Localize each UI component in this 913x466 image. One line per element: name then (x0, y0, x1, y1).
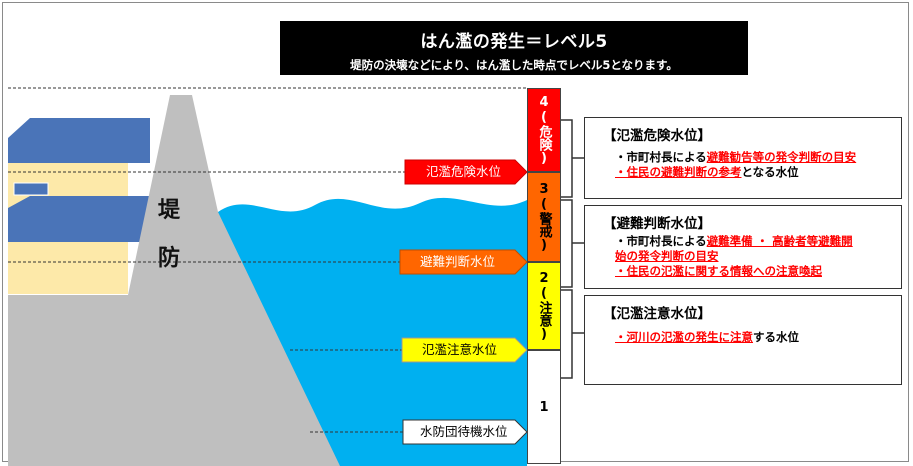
house (8, 118, 150, 294)
danger-level-marker: 氾濫危険水位 (426, 164, 502, 179)
evacuation-box-line-1-prefix: ・市町村長による (615, 234, 707, 248)
evacuation-level-marker: 避難判断水位 (420, 254, 496, 269)
evacuation-level-box: 【避難判断水位】 ・市町村長による避難準備 ・ 高齢者等避難開 始の発令判断の目… (584, 205, 902, 289)
dike-label-char-2: 防 (158, 245, 181, 271)
evacuation-box-line-1-emphasis: 避難準備 ・ 高齢者等避難開 (706, 234, 853, 248)
danger-box-line-2-suffix: となる水位 (741, 165, 799, 179)
evacuation-box-line-2-emphasis: 始の発令判断の目安 (615, 249, 719, 263)
scale-level-1-label: 1 (536, 399, 552, 415)
danger-bracket (561, 119, 573, 198)
caution-level-marker: 氾濫注意水位 (422, 342, 498, 357)
danger-box-line-2: ・住民の避難判断の参考となる水位 (615, 165, 901, 180)
caution-box-heading: 【氾濫注意水位】 (603, 306, 711, 322)
evacuation-marker-arrow (399, 249, 528, 275)
evacuation-box-heading: 【避難判断水位】 (603, 216, 711, 232)
standby-level-marker: 水防団待機水位 (420, 424, 508, 439)
levee (8, 95, 340, 466)
evacuation-bracket (561, 199, 573, 288)
evacuation-box-line-1: ・市町村長による避難準備 ・ 高齢者等避難開 (615, 234, 901, 249)
standby-marker-arrow (402, 419, 528, 445)
danger-box-line-1: ・市町村長による避難勧告等の発令判断の目安 (615, 150, 901, 165)
banner-subtitle: 堤防の決壊などにより、はん濫した時点でレベル5となります。 (350, 58, 678, 72)
scale-level-1: 1 (527, 350, 561, 464)
scale-level-3: 3(警戒) (527, 172, 561, 262)
title-banner: はん濫の発生＝レベル5 堤防の決壊などにより、はん濫した時点でレベル5となります… (280, 21, 748, 75)
banner-title: はん濫の発生＝レベル5 (420, 32, 608, 52)
danger-box-line-2-emphasis: ・住民の避難判断の参考 (615, 165, 742, 179)
caution-bracket (561, 289, 573, 379)
caution-box-line-1-emphasis: ・河川の氾濫の発生に注意 (615, 330, 753, 344)
evacuation-box-line-3-emphasis: ・住民の氾濫に関する情報への注意喚起 (615, 264, 822, 278)
danger-box-heading: 【氾濫危険水位】 (603, 128, 711, 144)
danger-box-line-1-prefix: ・市町村長による (615, 150, 707, 164)
scale-level-4-label: 4(危険) (536, 94, 552, 166)
scale-level-3-label: 3(警戒) (536, 181, 552, 253)
caution-box-line-1-suffix: する水位 (753, 330, 799, 344)
dike-label-char-1: 堤 (158, 197, 181, 223)
danger-marker-arrow (404, 159, 528, 185)
caution-marker-arrow (401, 337, 528, 363)
danger-box-line-1-emphasis: 避難勧告等の発令判断の目安 (706, 150, 857, 164)
scale-level-4: 4(危険) (527, 88, 561, 172)
scale-level-2: 2(注意) (527, 262, 561, 350)
danger-level-box: 【氾濫危険水位】 ・市町村長による避難勧告等の発令判断の目安 ・住民の避難判断の… (584, 117, 902, 199)
caution-level-box: 【氾濫注意水位】 ・河川の氾濫の発生に注意する水位 (584, 295, 902, 385)
caution-box-line-1: ・河川の氾濫の発生に注意する水位 (615, 330, 901, 345)
evacuation-box-line-2: 始の発令判断の目安 (615, 249, 901, 264)
scale-level-2-label: 2(注意) (536, 270, 552, 342)
evacuation-box-line-3: ・住民の氾濫に関する情報への注意喚起 (615, 264, 901, 279)
